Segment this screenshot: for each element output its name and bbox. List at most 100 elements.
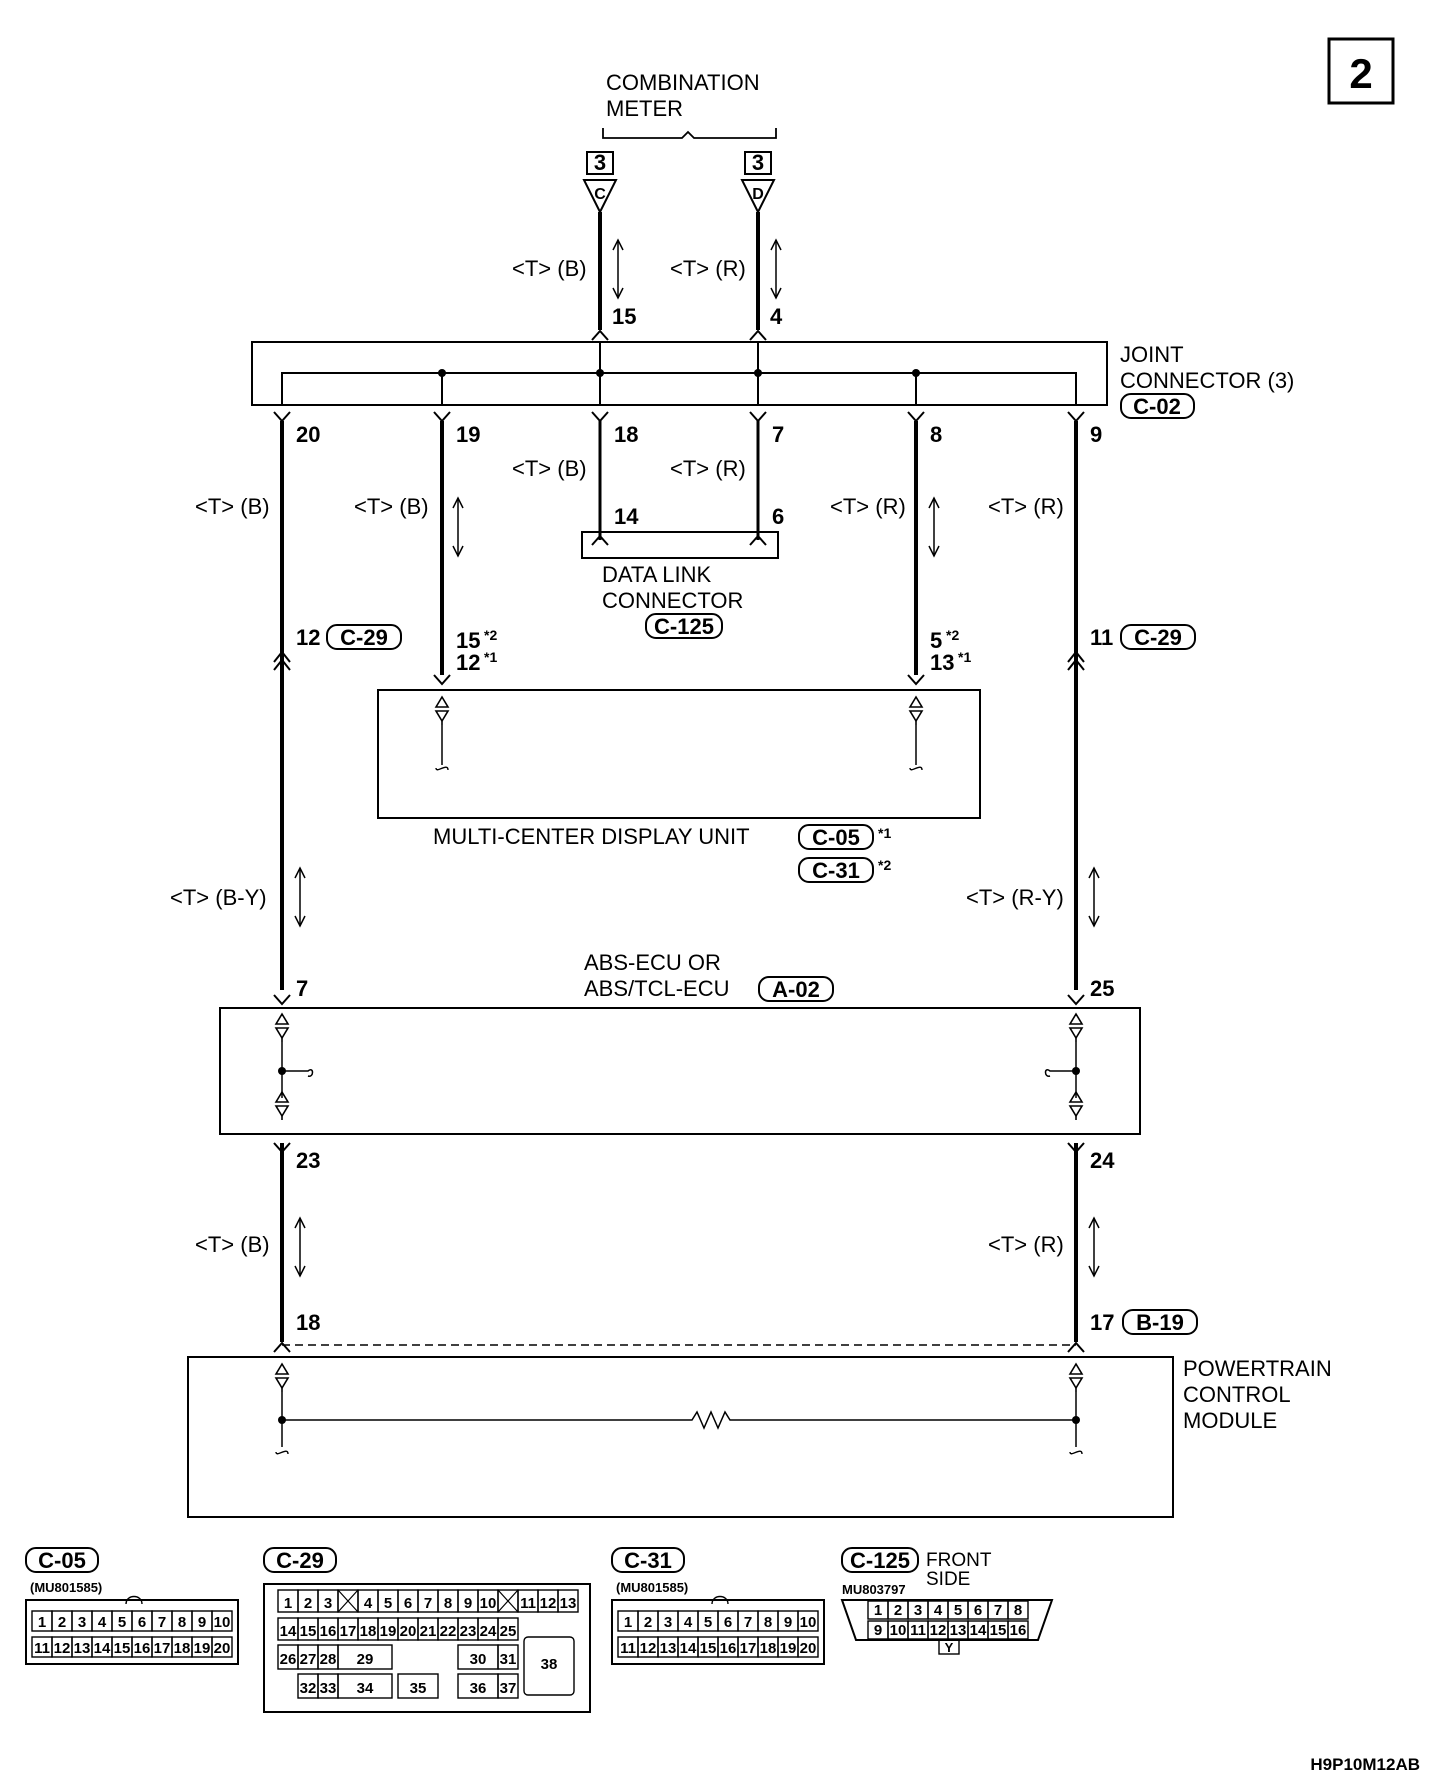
c125-cell	[1007, 1620, 1029, 1640]
c29-cell	[337, 1644, 393, 1670]
c05-pin-number: 5	[118, 1614, 126, 1631]
pin-mcd-right-a-note: *2	[946, 627, 959, 643]
c05-pin-number: 12	[54, 1640, 71, 1657]
wire-color-abs23: <T> (B)	[195, 1232, 270, 1257]
pcm-internal-right-icon	[1069, 1450, 1083, 1455]
c125-pin-number: 3	[914, 1602, 922, 1619]
c29-pin-number: 4	[364, 1595, 373, 1612]
c29-pin-number: 13	[560, 1595, 577, 1612]
pin-mark-j18	[591, 411, 609, 422]
c05-pin-number: 15	[114, 1640, 131, 1657]
pin-mark-abs25	[1067, 994, 1085, 1005]
joint-connector-label-line1: JOINT	[1120, 342, 1184, 367]
c05-pin-number: 16	[134, 1640, 151, 1657]
wire-color-abs24: <T> (R)	[988, 1232, 1064, 1257]
c29-pin-number: 22	[440, 1623, 457, 1640]
pcm-label-line3: MODULE	[1183, 1408, 1277, 1433]
combination-meter-brace	[602, 128, 777, 139]
abs-ecu-label-line1: ABS-ECU OR	[584, 950, 721, 975]
c29-pin-number: 1	[284, 1595, 292, 1612]
c29-pin-number: 12	[540, 1595, 557, 1612]
pin-dlc14: 14	[614, 504, 639, 529]
pin-mcd-right-b: 13	[930, 650, 954, 675]
pin-abs7: 7	[296, 976, 308, 1001]
c05-pin-number: 11	[34, 1640, 50, 1657]
c29-pin-number: 10	[480, 1595, 497, 1612]
c29-pin-number: 11	[520, 1595, 536, 1612]
c29-blank-cavity	[337, 1589, 359, 1613]
direction-arrow-abs24	[1088, 1217, 1100, 1277]
c29-blank-cavity	[497, 1589, 519, 1613]
pin-j20: 20	[296, 422, 320, 447]
c31-cell	[797, 1610, 819, 1632]
c29-cell	[523, 1636, 575, 1696]
pcm-id: B-19	[1136, 1310, 1184, 1335]
c125-pin-number: 5	[954, 1602, 962, 1619]
pin-pcm18: 18	[296, 1310, 320, 1335]
splice-8	[912, 369, 920, 377]
splice-18	[596, 369, 604, 377]
joint-connector: JOINT CONNECTOR (3) C-02	[251, 341, 1294, 419]
pin-mark-dlc14	[591, 535, 609, 546]
c29-pin-number: 17	[340, 1623, 357, 1640]
mcd-terminal-left	[435, 696, 449, 726]
c125-side-line2: SIDE	[926, 1569, 970, 1590]
meter-connector-no-c-box	[586, 151, 614, 175]
c29-pin-number: 18	[360, 1623, 377, 1640]
combination-meter-label-line2: METER	[606, 96, 683, 121]
pin-meter-d: 4	[770, 304, 783, 329]
meter-connector-no-d-box	[744, 151, 772, 175]
c125-pin-number: 10	[890, 1622, 907, 1639]
c29-pin-number: 31	[500, 1651, 517, 1668]
c05-pin-number: 14	[94, 1640, 111, 1657]
abs-internal-left-icon	[282, 1069, 314, 1077]
splice-7	[754, 369, 762, 377]
c29-pin-number: 20	[400, 1623, 417, 1640]
c05-pin-number: 6	[138, 1614, 146, 1631]
combination-meter: COMBINATION METER 3 3 C D	[582, 70, 777, 215]
data-link-connector: 14 6 DATA LINK CONNECTOR C-125	[581, 504, 784, 639]
abs-ecu-id-box	[758, 976, 834, 1002]
abs-internal-right-icon	[1044, 1069, 1076, 1077]
c29-pin-number: 21	[420, 1623, 437, 1640]
joint-connector-box	[251, 341, 1108, 406]
c29-pin-number: 23	[460, 1623, 477, 1640]
pin-mark-meter-d	[749, 330, 767, 341]
pin-mcd-left-b-note: *1	[484, 649, 497, 665]
pin-mcd-left-b: 12	[456, 650, 480, 675]
c125-pin-number: 15	[990, 1622, 1007, 1639]
c31-pin-number: 15	[700, 1640, 717, 1657]
c05-lock	[125, 1595, 143, 1605]
c125-pin-number: 13	[950, 1622, 967, 1639]
c29-pin-number: 25	[500, 1623, 517, 1640]
c29-left-id-box	[326, 624, 402, 650]
mcd-internal-left-icon	[435, 766, 449, 771]
inline-connector-mark-right	[1067, 650, 1085, 671]
pin-abs25: 25	[1090, 976, 1114, 1001]
mcd-id1-box	[798, 824, 874, 850]
c125-pin-number: 7	[994, 1602, 1002, 1619]
direction-arrow-abs7	[294, 867, 306, 927]
pcm-internal-left-icon	[275, 1450, 289, 1455]
joint-bus-right	[600, 372, 1077, 405]
c31-pin-number: 18	[760, 1640, 777, 1657]
c05-pin-number: 4	[98, 1614, 107, 1631]
c29-pin-number: 16	[320, 1623, 337, 1640]
data-link-connector-label-line2: CONNECTOR	[602, 588, 743, 613]
c29-pin-number: 35	[410, 1680, 427, 1697]
c31-pin-number: 11	[620, 1640, 636, 1657]
c31-pin-number: 10	[800, 1614, 817, 1631]
c31-lock	[711, 1595, 729, 1605]
c29-right-id: C-29	[1134, 625, 1182, 650]
pin-mark-meter-c	[591, 330, 609, 341]
wire-color-abs25: <T> (R-Y)	[966, 885, 1064, 910]
c29-pin-number: 26	[280, 1651, 297, 1668]
pin-j19: 19	[456, 422, 480, 447]
c31-pin-number: 6	[724, 1614, 732, 1631]
pin-pcm17: 17	[1090, 1310, 1114, 1335]
direction-arrow-j19	[452, 497, 464, 557]
c125-pin-number: 12	[930, 1622, 947, 1639]
c05-pin-number: 7	[158, 1614, 166, 1631]
c29-pin-number: 7	[424, 1595, 432, 1612]
